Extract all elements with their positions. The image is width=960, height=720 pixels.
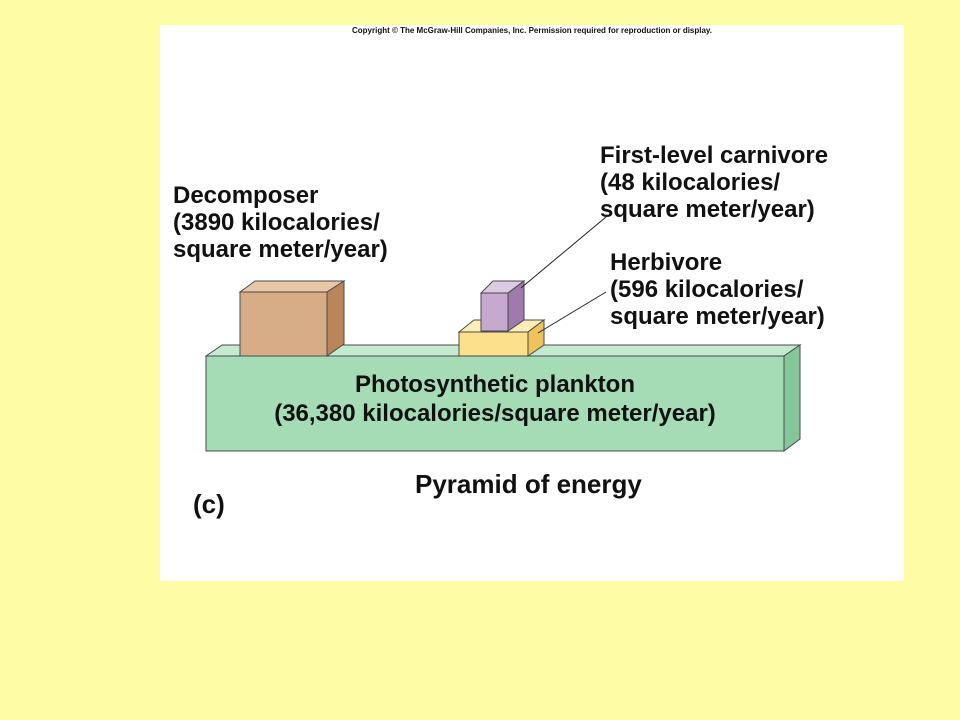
copyright-notice: Copyright © The McGraw-Hill Companies, I… (351, 26, 713, 35)
decomposer-label: Decomposer (3890 kilocalories/ square me… (173, 182, 388, 263)
carnivore-block (479, 280, 526, 332)
decomposer-label-line: (3890 kilocalories/ (173, 209, 380, 236)
carnivore-label: First-level carnivore (48 kilocalories/ … (600, 142, 828, 223)
carnivore-block-front (480, 292, 509, 332)
plankton-label: Photosynthetic plankton (36,380 kilocalo… (206, 370, 784, 428)
decomposer-block (238, 280, 346, 357)
carnivore-label-line: First-level carnivore (600, 142, 829, 169)
plankton-block-side (783, 344, 801, 452)
herbivore-label-line: Herbivore (610, 249, 723, 276)
carnivore-leader-line (520, 216, 607, 289)
figure-panel: Copyright © The McGraw-Hill Companies, I… (160, 25, 904, 581)
decomposer-label-line: square meter/year) (173, 236, 388, 263)
carnivore-label-line: square meter/year) (600, 196, 815, 223)
energy-pyramid-diagram (204, 216, 802, 452)
herbivore-block (457, 319, 546, 357)
panel-letter: (c) (193, 489, 225, 519)
plankton-block (204, 344, 802, 452)
decomposer-block-front (239, 291, 328, 357)
herbivore-label-line: (596 kilocalories/ (610, 276, 804, 303)
herbivore-leader-line (537, 291, 607, 334)
herbivore-block-front (458, 331, 529, 357)
herbivore-label: Herbivore (596 kilocalories/ square mete… (610, 249, 825, 330)
herbivore-label-line: square meter/year) (610, 303, 825, 330)
plankton-label-value: (36,380 kilocalories/square meter/year) (274, 400, 716, 427)
decomposer-block-top (238, 280, 346, 293)
plankton-block-front (205, 355, 785, 452)
decomposer-label-line: Decomposer (173, 182, 319, 209)
decomposer-block-side (326, 280, 345, 357)
carnivore-label-line: (48 kilocalories/ (600, 169, 781, 196)
diagram-title: Pyramid of energy (415, 469, 642, 499)
plankton-label-name: Photosynthetic plankton (354, 371, 635, 398)
